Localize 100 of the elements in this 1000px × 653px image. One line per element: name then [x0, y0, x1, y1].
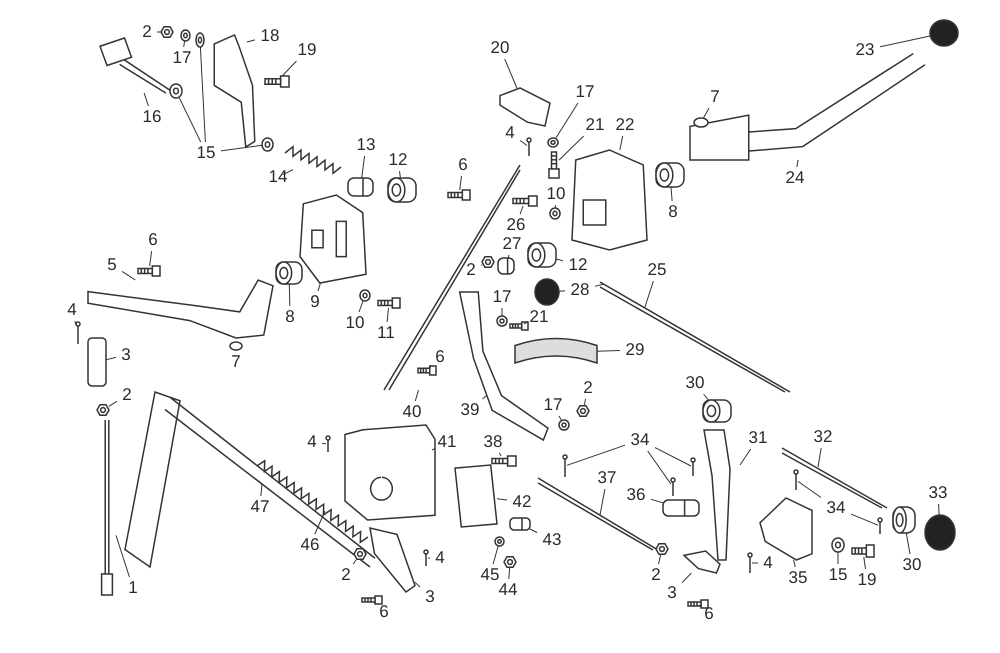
leader-line: [863, 556, 866, 570]
leader-line: [793, 560, 796, 568]
leader-line: [432, 448, 436, 450]
callout-number: 12: [388, 151, 408, 169]
leader-line: [658, 554, 662, 564]
callout-number: 2: [650, 566, 662, 584]
callout-number: 17: [492, 288, 512, 306]
callout-number: 12: [568, 256, 588, 274]
callout-number: 36: [626, 486, 646, 504]
callout-number: 39: [460, 401, 480, 419]
callout-number: 3: [424, 588, 436, 606]
leader-line: [703, 108, 710, 118]
leader-line: [288, 284, 290, 306]
leader-line: [906, 532, 910, 554]
leader-line: [358, 300, 364, 312]
leader-line: [74, 320, 76, 326]
callout-number: 8: [284, 308, 296, 326]
callout-number: 35: [788, 569, 808, 587]
bushing: [527, 242, 557, 268]
callout-number: 6: [434, 348, 446, 366]
callout-number: 33: [928, 484, 948, 502]
callout-number: 2: [582, 379, 594, 397]
nut: [503, 556, 517, 568]
washer: [549, 207, 561, 220]
leader-line: [850, 514, 878, 526]
callout-number: 2: [141, 23, 153, 41]
nut: [160, 26, 174, 38]
nut: [96, 404, 110, 416]
leader-line: [524, 322, 528, 324]
callout-number: 15: [828, 566, 848, 584]
callout-number: 34: [826, 499, 846, 517]
leader-line: [796, 160, 798, 168]
leader-line: [144, 92, 149, 106]
callout-number: 11: [376, 324, 396, 342]
washer: [547, 137, 559, 148]
bolt: [509, 321, 529, 331]
leader-line: [520, 140, 528, 146]
callout-number: 27: [502, 235, 522, 253]
valve-body: [344, 424, 436, 521]
callout-number: 34: [630, 431, 650, 449]
leader-line: [459, 176, 462, 190]
leader-line: [558, 416, 562, 420]
callout-number: 2: [465, 261, 477, 279]
leader-line: [558, 290, 566, 292]
callout-number: 46: [300, 536, 320, 554]
callout-number: 24: [784, 169, 806, 187]
callout-number: 21: [528, 308, 550, 326]
callout-number: 22: [614, 116, 636, 134]
leader-line: [314, 510, 326, 534]
bolt: [851, 544, 875, 558]
leader-line: [414, 582, 420, 588]
leader-line: [556, 258, 564, 262]
leader-line: [352, 560, 356, 564]
leader-line: [650, 498, 664, 504]
callout-number: 6: [457, 156, 469, 174]
cotter-pin: [562, 454, 568, 477]
leader-line: [178, 98, 202, 142]
callout-number: 13: [356, 136, 376, 154]
callout-number: 3: [120, 346, 132, 364]
leader-line: [482, 394, 488, 400]
sleeve: [662, 499, 700, 517]
callout-number: 4: [504, 124, 516, 142]
callout-number: 40: [402, 403, 422, 421]
callout-number: 21: [584, 116, 606, 134]
leader-line: [818, 448, 822, 468]
leader-line: [220, 144, 262, 152]
bushing: [702, 399, 732, 423]
leader-line: [670, 186, 673, 202]
callout-number: 2: [340, 566, 352, 584]
callout-number: 37: [596, 469, 618, 487]
nut: [534, 278, 560, 306]
callout-number: 43: [542, 531, 562, 549]
callout-number: 44: [498, 581, 518, 599]
callout-number: 15: [196, 144, 216, 162]
leader-line: [740, 448, 752, 466]
leader-line: [183, 40, 186, 48]
rod: [600, 281, 790, 393]
washer: [494, 536, 505, 547]
leader-line: [108, 400, 118, 407]
leader-line: [566, 444, 626, 466]
cotter-pin: [670, 477, 676, 496]
callout-number: 29: [624, 341, 646, 359]
bolt: [377, 297, 401, 309]
leader-line: [698, 604, 703, 608]
lever: [369, 527, 416, 594]
callout-number: 19: [856, 571, 878, 589]
leader-line: [554, 204, 556, 208]
leader-line: [246, 39, 256, 42]
callout-number: 10: [344, 314, 366, 332]
sleeve: [509, 517, 531, 531]
cotter-pin: [877, 517, 883, 534]
leader-line: [322, 442, 326, 444]
bolt: [361, 595, 383, 605]
leader-line: [386, 308, 389, 322]
fork: [99, 37, 171, 94]
callout-number: 31: [748, 429, 768, 447]
cotter-pin: [690, 457, 696, 476]
leader-line: [122, 270, 136, 280]
leader-line: [106, 356, 116, 360]
lever: [87, 279, 274, 339]
